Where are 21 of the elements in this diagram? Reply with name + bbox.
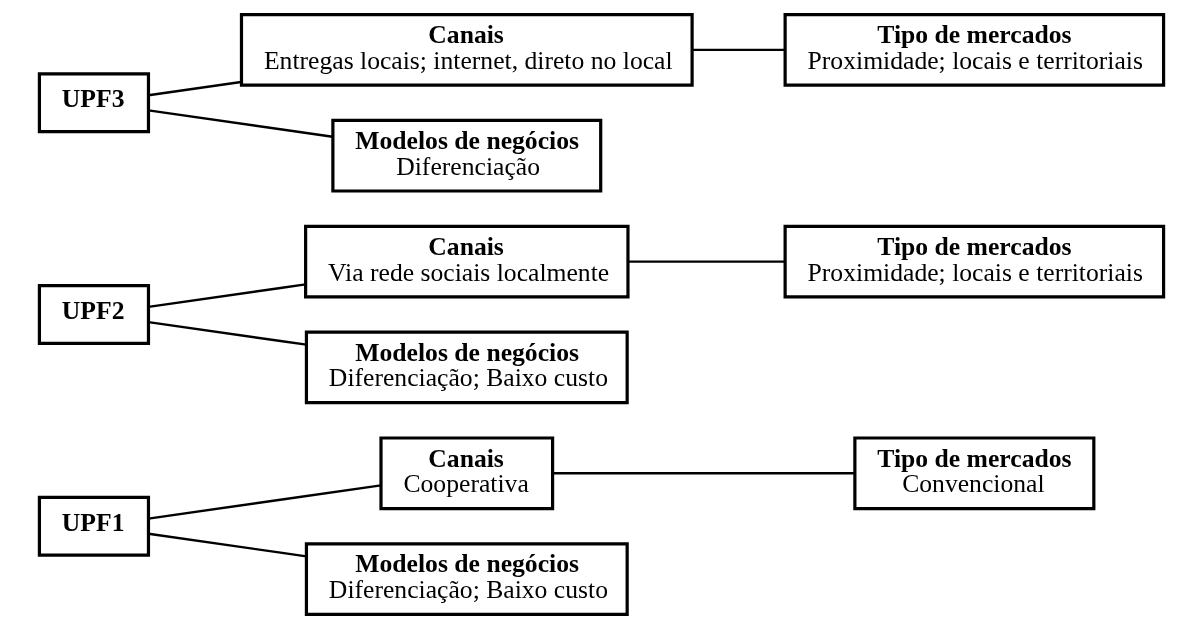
node-box: UPF3 xyxy=(37,72,150,134)
connector xyxy=(147,532,307,558)
node-box: Canais Entregas locais; internet, direto no local xyxy=(239,13,694,87)
connector xyxy=(147,283,306,309)
node-box: Modelos de negócios Diferenciação; Baixo custo xyxy=(304,542,629,616)
node-box: Modelos de negócios Diferenciação; Baixo custo xyxy=(304,330,629,405)
connector xyxy=(147,80,241,97)
node-box: Tipo de mercados Proximidade; locais e territoriais xyxy=(783,13,1165,87)
node-box: Tipo de mercados Proximidade; locais e territoriais xyxy=(783,224,1165,299)
node-box: Modelos de negócios Diferenciação xyxy=(330,118,602,193)
node-box: Tipo de mercados Convencional xyxy=(852,436,1095,511)
connector xyxy=(692,48,785,52)
connector xyxy=(627,260,785,263)
node-box: Canais Via rede sociais localmente xyxy=(303,224,630,299)
node-box: UPF1 xyxy=(37,495,150,557)
connector xyxy=(147,484,381,520)
connector xyxy=(147,109,333,138)
connector xyxy=(552,472,854,475)
node-box: Canais Cooperativa xyxy=(378,436,554,511)
node-box: UPF2 xyxy=(37,284,150,345)
connector xyxy=(147,320,307,346)
